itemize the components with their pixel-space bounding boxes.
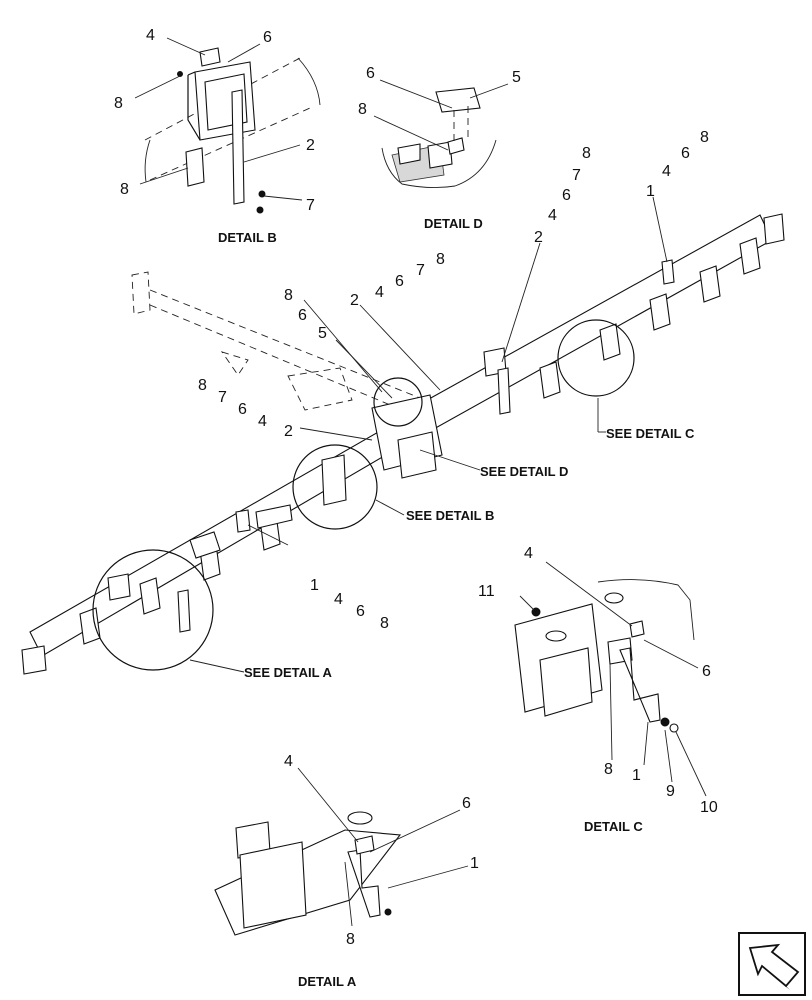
- callout-8: 8: [380, 615, 389, 632]
- callout-4: 4: [662, 163, 671, 180]
- detail-c-reference-circle: [557, 319, 635, 397]
- callout-8: 8: [700, 129, 709, 146]
- main-frame-assembly: [21, 213, 785, 675]
- callout-1: 1: [632, 767, 641, 784]
- detail-a-assembly: [214, 811, 402, 936]
- callout-6: 6: [238, 401, 247, 418]
- callout-4: 4: [548, 207, 557, 224]
- detail-d-reference-circle: [373, 377, 423, 427]
- see-detail-a-label: SEE DETAIL A: [244, 665, 332, 680]
- detail-d-caption: DETAIL D: [424, 216, 483, 231]
- see-detail-d-label: SEE DETAIL D: [480, 464, 568, 479]
- captions: DETAIL B DETAIL D DETAIL C DETAIL A SEE …: [218, 216, 695, 989]
- detail-c-caption: DETAIL C: [584, 819, 643, 834]
- callout-4: 4: [524, 545, 533, 562]
- callout-11: 11: [478, 583, 495, 600]
- callout-8: 8: [120, 181, 129, 198]
- callout-6: 6: [462, 795, 471, 812]
- callout-8: 8: [114, 95, 123, 112]
- callout-4: 4: [146, 27, 155, 44]
- callout-7: 7: [416, 262, 425, 279]
- see-detail-b-label: SEE DETAIL B: [406, 508, 494, 523]
- callout-numbers: 4 6 8 8 2 7 6 5 8 8 7 6 4 2 8 6 4 1 8 7 …: [114, 27, 718, 948]
- callout-6: 6: [298, 307, 307, 324]
- callout-2: 2: [350, 292, 359, 309]
- detail-a-reference-circle: [92, 549, 214, 671]
- callout-4: 4: [258, 413, 267, 430]
- callout-7: 7: [306, 197, 315, 214]
- callout-1: 1: [470, 855, 479, 872]
- callout-4: 4: [284, 753, 293, 770]
- callout-6: 6: [263, 29, 272, 46]
- callout-6: 6: [702, 663, 711, 680]
- callout-4: 4: [334, 591, 343, 608]
- detail-b-assembly: [144, 47, 321, 214]
- callout-7: 7: [572, 167, 581, 184]
- callout-1: 1: [646, 183, 655, 200]
- callout-6: 6: [562, 187, 571, 204]
- callout-2: 2: [284, 423, 293, 440]
- detail-b-reference-circle: [292, 444, 378, 530]
- callout-8: 8: [358, 101, 367, 118]
- callout-4: 4: [375, 284, 384, 301]
- callout-5: 5: [318, 325, 327, 342]
- callout-8: 8: [582, 145, 591, 162]
- callout-6: 6: [356, 603, 365, 620]
- callout-2: 2: [306, 137, 315, 154]
- return-arrow-icon[interactable]: [738, 932, 806, 996]
- callout-5: 5: [512, 69, 521, 86]
- callout-6: 6: [681, 145, 690, 162]
- callout-8: 8: [436, 251, 445, 268]
- callout-8: 8: [284, 287, 293, 304]
- detail-b-caption: DETAIL B: [218, 230, 277, 245]
- detail-a-caption: DETAIL A: [298, 974, 357, 989]
- callout-8: 8: [604, 761, 613, 778]
- detail-d-assembly: [381, 87, 497, 189]
- see-detail-c-label: SEE DETAIL C: [606, 426, 695, 441]
- callout-8: 8: [198, 377, 207, 394]
- callout-6: 6: [395, 273, 404, 290]
- detail-c-assembly: [514, 579, 695, 733]
- callout-6: 6: [366, 65, 375, 82]
- callout-2: 2: [534, 229, 543, 246]
- callout-7: 7: [218, 389, 227, 406]
- callout-10: 10: [700, 799, 718, 816]
- callout-9: 9: [666, 783, 675, 800]
- callout-8: 8: [346, 931, 355, 948]
- leader-lines: [134, 37, 707, 927]
- callout-1: 1: [310, 577, 319, 594]
